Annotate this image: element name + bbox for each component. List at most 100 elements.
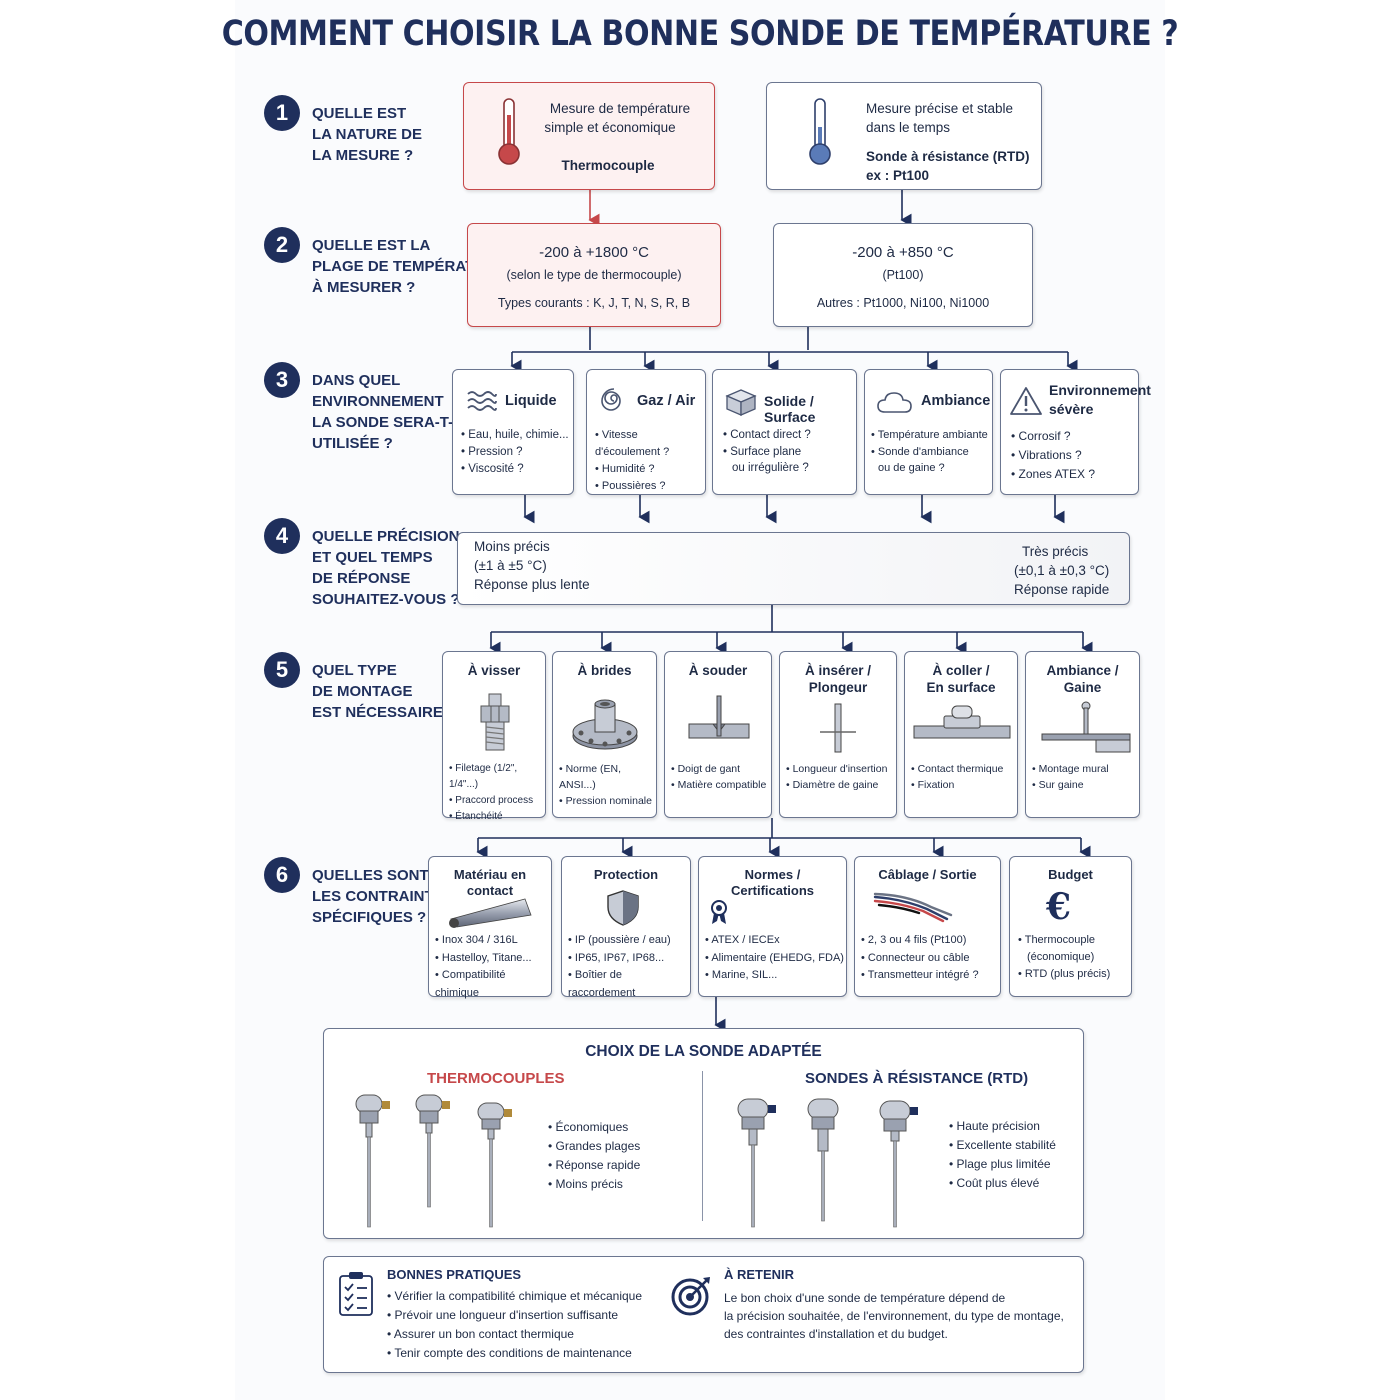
- list-item: Réponse rapide: [548, 1156, 641, 1175]
- choice-divider: [702, 1071, 703, 1221]
- mount-title: Ambiance / Gaine: [1046, 663, 1119, 695]
- env-item: • Surface plane: [723, 446, 802, 458]
- step-number: 6: [264, 857, 300, 893]
- thermocouple-range-box: -200 à +1800 °C (selon le type de thermo…: [467, 223, 721, 327]
- env-liquide: Liquide Eau, huile, chimie... Pression ?…: [452, 369, 574, 495]
- mount-inserer: À insérer / Plongeur Longueur d'insertio…: [779, 651, 897, 818]
- constraint-title: Câblage / Sortie: [878, 867, 977, 882]
- nature-name: Sonde à résistance (RTD): [866, 149, 1030, 164]
- list-item: Doigt de gant: [671, 761, 766, 777]
- env-severe: Environnement sévère Corrosif ? Vibratio…: [1000, 369, 1151, 495]
- rtd-title: SONDES À RÉSISTANCE (RTD): [805, 1070, 1029, 1087]
- rtd-range-box: -200 à +850 °C (Pt100) Autres : Pt1000, …: [773, 223, 1033, 327]
- footer-panel: BONNES PRATIQUES Vérifier la compatibili…: [323, 1256, 1084, 1373]
- range-types: Types courants : K, J, T, N, S, R, B: [497, 296, 691, 310]
- env-title-line2: sévère: [1049, 401, 1094, 417]
- list-item: Moins précis: [548, 1175, 640, 1194]
- list-item: Fixation: [911, 777, 1003, 793]
- waves-icon: [467, 391, 497, 411]
- precision-low-line3: Réponse plus lente: [474, 577, 590, 592]
- list-item: (économique): [1027, 951, 1095, 963]
- practices-title: BONNES PRATIQUES: [387, 1267, 522, 1282]
- target-icon: [671, 1277, 710, 1316]
- nature-name: Thermocouple: [561, 158, 655, 173]
- mount-list: Doigt de gant Matière compatible: [671, 761, 767, 793]
- list-item: Vibrations ?: [1011, 446, 1095, 465]
- list-item: Contact thermique: [911, 761, 1004, 777]
- constraint-list: 2, 3 ou 4 fils (Pt100) Connecteur ou câb…: [861, 932, 979, 985]
- wall-mount-icon: [1041, 701, 1131, 753]
- mount-list: Contact thermique Fixation: [911, 761, 1004, 793]
- mount-title: À brides: [577, 663, 632, 678]
- constraint-normes: Normes / Certifications ATEX / IECEx Ali…: [698, 856, 847, 997]
- cube-icon: [725, 389, 757, 416]
- list-item: Pression nominale: [559, 793, 656, 809]
- list-item: Vérifier la compatibilité chimique et mé…: [387, 1287, 642, 1306]
- env-list: Vitesse d'écoulement ? Humidité ? Poussi…: [595, 427, 705, 495]
- mount-visser: À visser Filetage (1/2", 1/4"...) Pracco…: [442, 651, 546, 822]
- swirl-icon: [601, 388, 621, 411]
- step-question: QUEL TYPE DE MONTAGE EST NÉCESSAIRE ?: [312, 662, 456, 721]
- page-title: COMMENT CHOISIR LA BONNE SONDE DE TEMPÉR…: [221, 14, 1179, 54]
- flange-icon: [572, 699, 638, 750]
- list-item: Filetage (1/2", 1/4"...): [449, 761, 545, 793]
- env-list: Corrosif ? Vibrations ? Zones ATEX ?: [1011, 427, 1095, 484]
- list-item: Matière compatible: [671, 777, 767, 793]
- mount-list: Montage mural Sur gaine: [1032, 761, 1109, 793]
- step-number: 3: [264, 362, 300, 398]
- threaded-fitting-icon: [480, 693, 510, 751]
- env-title: Liquide: [505, 393, 557, 409]
- step-number: 2: [264, 227, 300, 263]
- env-title: Solide / Surface: [764, 393, 816, 425]
- list-item: Vitesse d'écoulement ?: [595, 427, 705, 461]
- mount-title: À insérer / Plongeur: [804, 663, 872, 695]
- list-item: Tenir compte des conditions de maintenan…: [387, 1344, 642, 1363]
- choice-panel: CHOIX DE LA SONDE ADAPTÉE THERMOCOUPLES …: [323, 1028, 1084, 1239]
- list-item: Compatibilité chimique: [435, 967, 551, 1002]
- thermometer-cold-icon: [809, 98, 831, 165]
- list-item: Corrosif ?: [1011, 427, 1095, 446]
- rtd-list: Haute précision Excellente stabilité Pla…: [949, 1117, 1056, 1193]
- list-item: Économiques: [548, 1118, 640, 1137]
- list-item: Zones ATEX ?: [1011, 465, 1095, 484]
- mount-title: À visser: [467, 663, 521, 678]
- nature-line2: dans le temps: [866, 120, 951, 135]
- list-item: 2, 3 ou 4 fils (Pt100): [861, 932, 979, 950]
- list-item: Étanchéité: [449, 809, 545, 825]
- remember-title: À RETENIR: [724, 1267, 795, 1282]
- env-item: • Sonde d'ambiance: [871, 446, 969, 458]
- constraint-cablage: Câblage / Sortie 2, 3 ou 4 fils (Pt100) …: [854, 856, 1001, 997]
- nature-line1: Mesure de température: [549, 101, 691, 116]
- cable-icon: [873, 892, 953, 923]
- list-item: Poussières ?: [595, 478, 705, 495]
- list-item: IP (poussière / eau): [568, 932, 690, 950]
- step-question: QUELLES SONT LES CONTRAINTES SPÉCIFIQUES…: [312, 867, 454, 926]
- mount-list: Filetage (1/2", 1/4"...) Praccord proces…: [449, 761, 545, 825]
- thermocouple-probes-icon: [355, 1094, 512, 1228]
- step-question: QUELLE EST LA NATURE DE LA MESURE ?: [312, 105, 422, 164]
- constraint-title: Matériau en contact: [453, 867, 527, 898]
- list-item: IP65, IP67, IP68...: [568, 950, 690, 968]
- list-item: Thermocouple: [1024, 934, 1096, 946]
- list-item: Longueur d'insertion: [786, 761, 888, 777]
- list-item: Montage mural: [1032, 761, 1109, 777]
- remember-line3: des contraintes d'installation et du bud…: [724, 1327, 948, 1341]
- env-title: Gaz / Air: [637, 393, 696, 409]
- shield-icon: [607, 890, 639, 926]
- list-item: Hastelloy, Titane...: [435, 950, 551, 968]
- constraint-materiau: Matériau en contact Inox 304 / 316L Hast…: [428, 856, 552, 999]
- rtd-nature-box: Mesure précise et stable dans le temps S…: [766, 82, 1042, 190]
- constraint-title: Normes / Certifications: [730, 867, 815, 898]
- list-item: • RTD (plus précis): [1018, 968, 1111, 980]
- precision-scale: Moins précis (±1 à ±5 °C) Réponse plus l…: [457, 532, 1130, 605]
- list-item: ou de gaine ?: [878, 462, 945, 474]
- rtd-probes-icon: [737, 1098, 918, 1228]
- list-item: Grandes plages: [548, 1137, 641, 1156]
- list-item: Transmetteur intégré ?: [861, 967, 979, 985]
- step-question: DANS QUEL ENVIRONNEMENT LA SONDE SERA-T-…: [312, 372, 492, 452]
- list-item: Sonde d'ambiance: [877, 446, 969, 458]
- list-item: Inox 304 / 316L: [435, 932, 551, 950]
- list-item: ou irrégulière ?: [732, 462, 809, 474]
- surface-icon: [913, 705, 1011, 739]
